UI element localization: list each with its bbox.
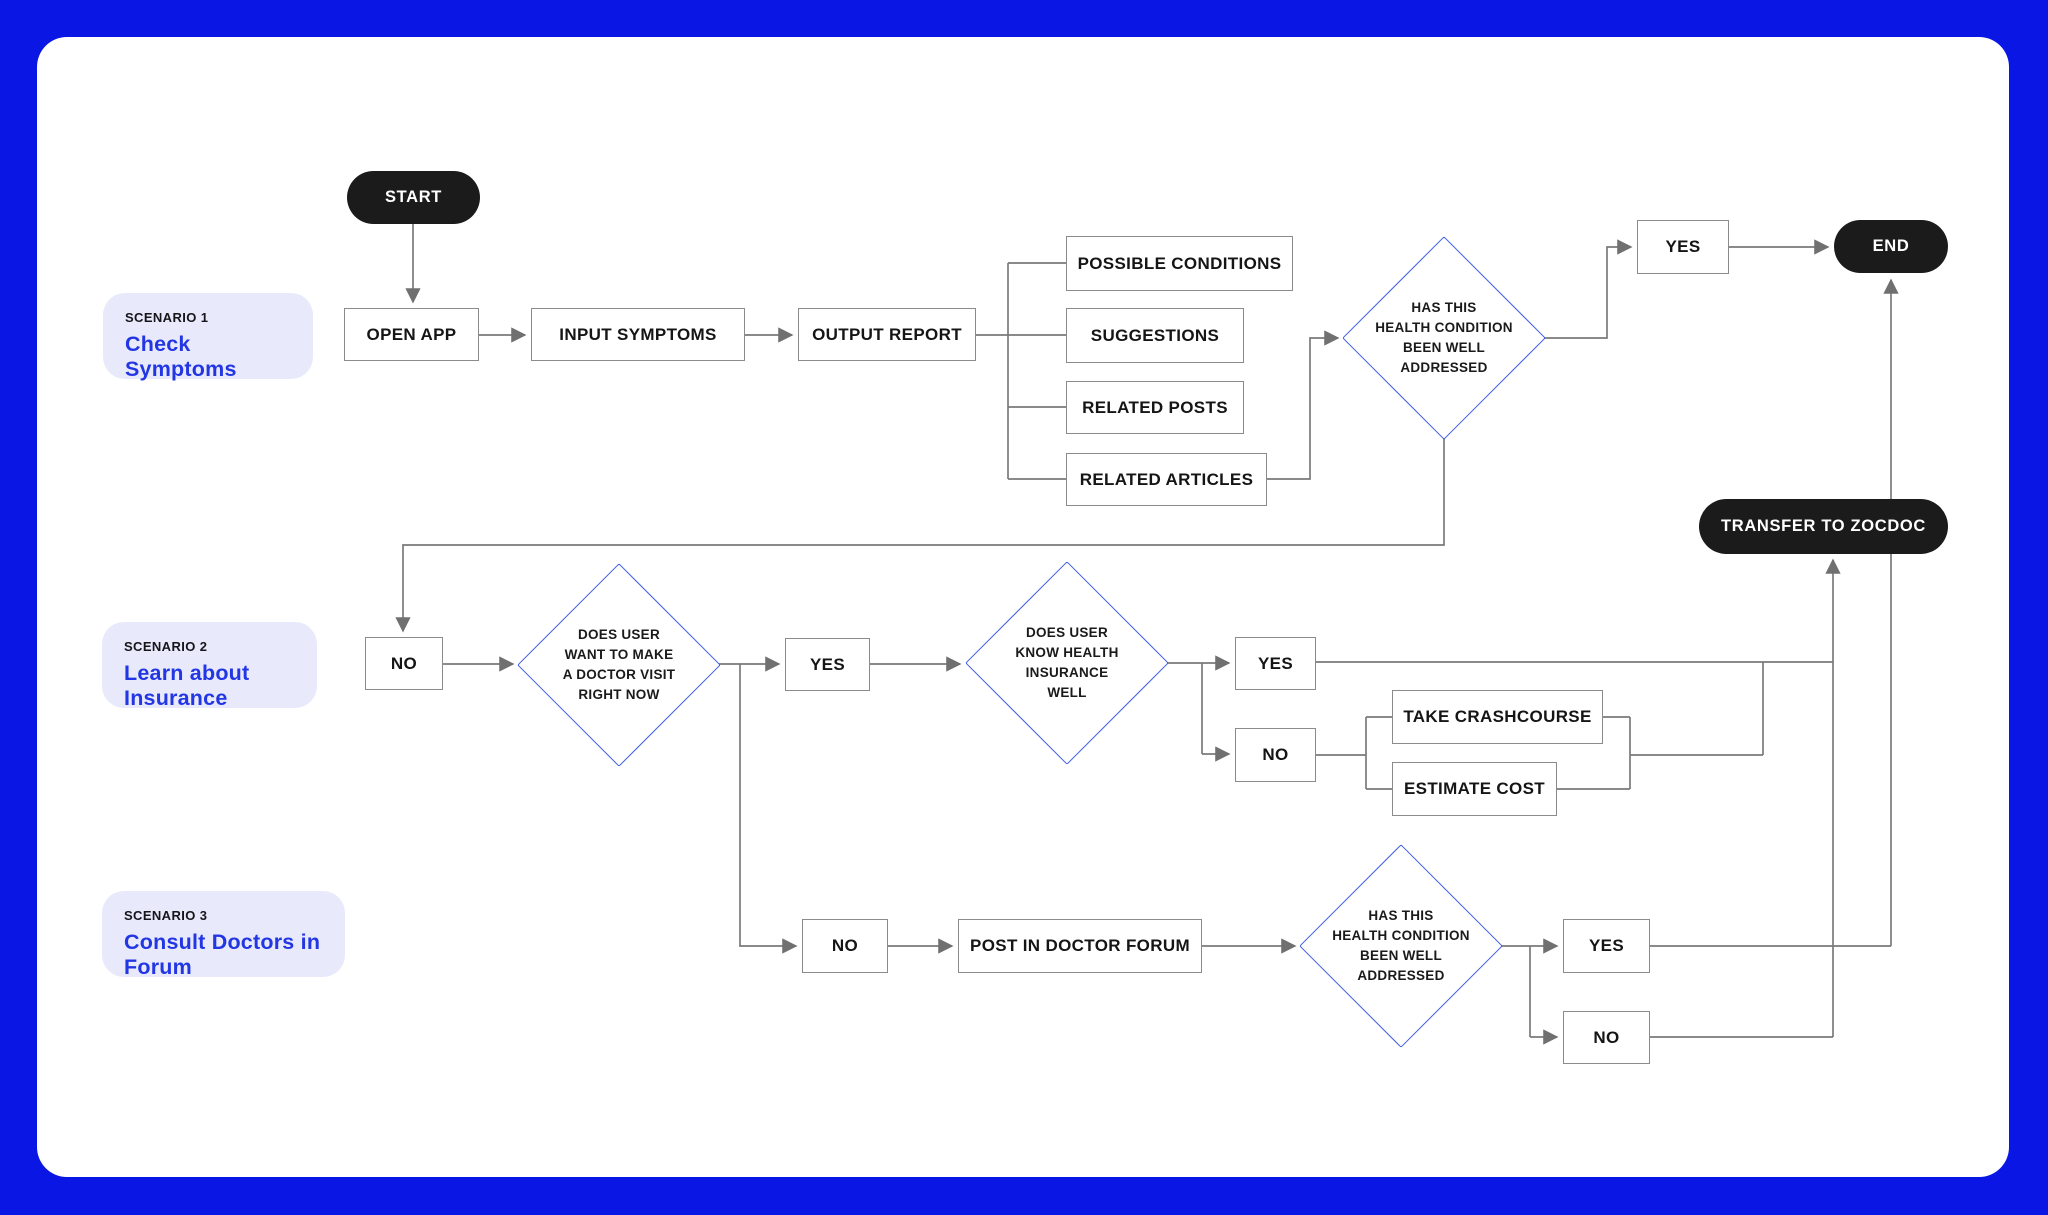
node-no-knows-insurance: NO xyxy=(1235,728,1316,782)
node-related-posts: RELATED POSTS xyxy=(1066,381,1244,434)
decision-doctor-visit-now-label: DOES USER WANT TO MAKE A DOCTOR VISIT RI… xyxy=(562,627,676,702)
scenario-1-title: Check Symptoms xyxy=(125,332,237,381)
scenario-1-eyebrow: SCENARIO 1 xyxy=(125,310,209,325)
node-open-app: OPEN APP xyxy=(344,308,479,361)
decision-condition-addressed-2-label: HAS THIS HEALTH CONDITION BEEN WELL ADDR… xyxy=(1332,908,1470,983)
node-output-report: OUTPUT REPORT xyxy=(798,308,976,361)
node-yes-scenario1: YES xyxy=(1637,220,1729,274)
node-possible-conditions: POSSIBLE CONDITIONS xyxy=(1066,236,1293,291)
end-label: END xyxy=(1872,237,1910,255)
node-input-symptoms: INPUT SYMPTOMS xyxy=(531,308,745,361)
node-post-in-doctor-forum: POST IN DOCTOR FORUM xyxy=(958,919,1202,973)
scenario-3-badge: SCENARIO 3 Consult Doctors in Forum xyxy=(102,891,345,979)
scenario-1-badge: SCENARIO 1 Check Symptoms xyxy=(103,293,313,381)
scenario-2-eyebrow: SCENARIO 2 xyxy=(124,639,208,654)
node-no-scenario2: NO xyxy=(365,637,443,690)
node-related-articles: RELATED ARTICLES xyxy=(1066,453,1267,506)
node-take-crashcourse: TAKE CRASHCOURSE xyxy=(1392,690,1603,744)
start-label: START xyxy=(384,188,443,206)
scenario-2-title: Learn about Insurance xyxy=(124,661,250,710)
node-estimate-cost: ESTIMATE COST xyxy=(1392,762,1557,816)
transfer-label: TRANSFER TO ZOCDOC xyxy=(1721,517,1926,535)
node-no-scenario3-final: NO xyxy=(1563,1011,1650,1064)
node-yes-doctor-visit: YES xyxy=(785,638,870,691)
scenario-3-eyebrow: SCENARIO 3 xyxy=(124,908,208,923)
scenario-2-badge: SCENARIO 2 Learn about Insurance xyxy=(102,622,317,710)
end-terminal: END xyxy=(1834,220,1948,273)
scenario-3-title: Consult Doctors in Forum xyxy=(124,930,321,979)
node-suggestions: SUGGESTIONS xyxy=(1066,308,1244,363)
decision-condition-addressed-1-label: HAS THIS HEALTH CONDITION BEEN WELL ADDR… xyxy=(1375,300,1513,375)
node-no-scenario3: NO xyxy=(802,919,888,973)
decision-knows-insurance-label: DOES USER KNOW HEALTH INSURANCE WELL xyxy=(1015,625,1119,700)
transfer-to-zocdoc-terminal: TRANSFER TO ZOCDOC xyxy=(1699,499,1948,554)
node-yes-knows-insurance: YES xyxy=(1235,637,1316,690)
start-terminal: START xyxy=(347,171,480,224)
node-yes-scenario3: YES xyxy=(1563,919,1650,973)
